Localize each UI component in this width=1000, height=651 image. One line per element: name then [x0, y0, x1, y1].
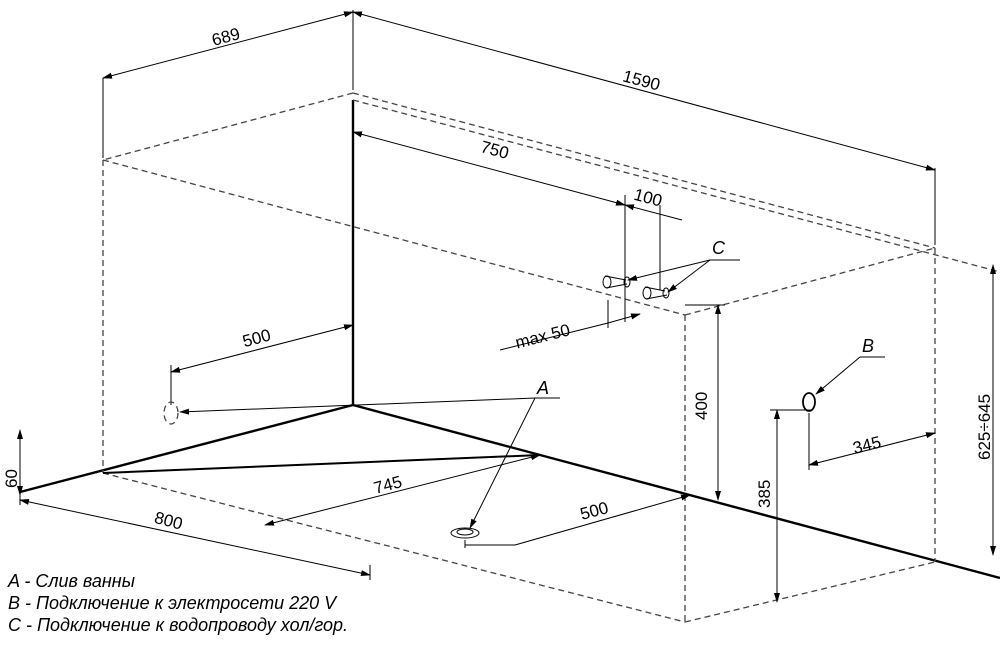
dimension-345: 345: [808, 413, 936, 470]
dimension-max-50-label: max 50: [513, 320, 572, 352]
dimension-625-645-label: 625÷645: [975, 394, 994, 460]
dimension-385: 385: [755, 409, 812, 603]
dimension-625-645: 625÷645: [975, 264, 996, 556]
dimension-750: 750: [352, 131, 626, 206]
dimension-750-label: 750: [479, 137, 511, 163]
dimension-745-label: 745: [372, 472, 404, 498]
dimension-max-50: max 50: [499, 300, 641, 352]
water-connections: C: [602, 238, 740, 300]
legend-line-a: A - Слив ванны: [8, 571, 135, 591]
dimension-689-label: 689: [210, 24, 242, 50]
legend: A - Слив ванны B - Подключение к электро…: [8, 570, 348, 636]
dimension-60-label: 60: [2, 469, 21, 488]
dimension-60: 60: [2, 429, 23, 496]
label-c: C: [712, 238, 726, 258]
dimension-800: 800: [19, 492, 371, 580]
dimension-500-left: 500: [170, 324, 354, 405]
dimension-500-bottom-label: 500: [578, 498, 610, 524]
legend-line-b: B - Подключение к электросети 220 V: [8, 593, 337, 613]
dimension-100: 100: [624, 185, 683, 322]
dimension-100-label: 100: [632, 185, 664, 211]
dimension-689: 689: [102, 10, 354, 158]
dimension-400-label: 400: [692, 392, 711, 420]
floor-drain: [450, 527, 480, 539]
dimension-385-label: 385: [755, 480, 774, 508]
dimension-500-bottom: 500: [464, 494, 691, 548]
cold-water-pipe: [602, 275, 631, 289]
electrical-connection: B: [802, 336, 885, 412]
floor-left-edge: [19, 403, 354, 494]
floor-right-edge: [352, 403, 1000, 580]
dimension-345-label: 345: [851, 433, 883, 458]
hot-water-pipe: [642, 286, 670, 300]
legend-line-c: C - Подключение к водопроводу хол/гор.: [8, 615, 349, 635]
wall-drain-outlet: [163, 397, 536, 425]
room-edges: [19, 100, 1000, 580]
label-a: A: [536, 378, 549, 398]
dimension-400: 400: [685, 304, 725, 501]
label-b: B: [862, 336, 874, 356]
